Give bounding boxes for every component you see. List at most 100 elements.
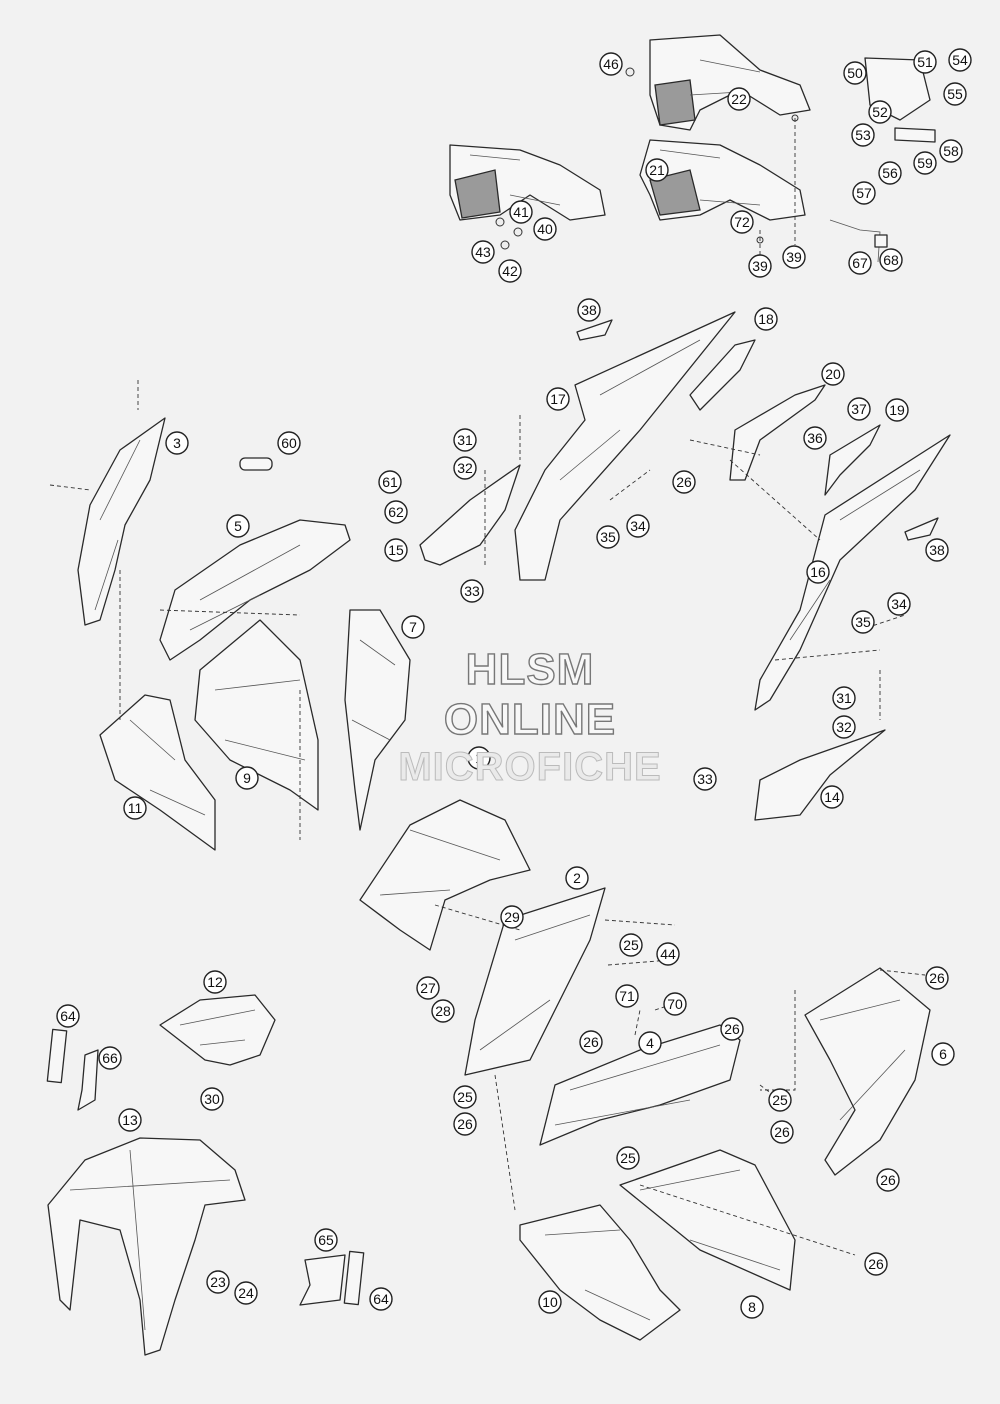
svg-text:26: 26 (457, 1116, 473, 1132)
svg-text:1: 1 (475, 750, 483, 766)
svg-text:19: 19 (889, 402, 905, 418)
side-fairing-2 (464, 887, 606, 1076)
callout-16: 16 (806, 560, 830, 584)
svg-text:43: 43 (475, 244, 491, 260)
svg-text:36: 36 (807, 430, 823, 446)
svg-text:72: 72 (734, 214, 750, 230)
svg-text:3: 3 (173, 435, 181, 451)
belly-panel-10 (519, 1204, 681, 1341)
license-plate-bracket (829, 57, 936, 263)
callout-31b: 31 (832, 686, 856, 710)
callout-33a: 33 (460, 579, 484, 603)
callout-43: 43 (471, 240, 495, 264)
svg-text:26: 26 (774, 1124, 790, 1140)
bracket-14 (754, 729, 886, 821)
reflector-bracket-65 (299, 1254, 346, 1306)
callout-60: 60 (277, 431, 301, 455)
callout-30: 30 (200, 1087, 224, 1111)
svg-text:34: 34 (891, 596, 907, 612)
callout-58: 58 (939, 139, 963, 163)
callout-41: 41 (509, 200, 533, 224)
svg-text:52: 52 (872, 104, 888, 120)
svg-text:5: 5 (234, 518, 242, 534)
svg-text:9: 9 (243, 770, 251, 786)
callout-38b: 38 (925, 538, 949, 562)
svg-text:24: 24 (238, 1285, 254, 1301)
callout-32b: 32 (832, 715, 856, 739)
reflector-64 (46, 1028, 365, 1306)
callout-25d: 25 (616, 1146, 640, 1170)
callout-17: 17 (546, 387, 570, 411)
callout-21: 21 (645, 158, 669, 182)
callout-26e: 26 (453, 1112, 477, 1136)
svg-text:33: 33 (697, 771, 713, 787)
callout-6: 6 (931, 1042, 955, 1066)
callout-61: 61 (378, 470, 402, 494)
svg-text:25: 25 (457, 1089, 473, 1105)
side-panel-7 (344, 609, 411, 831)
callout-64b: 64 (369, 1287, 393, 1311)
side-panel-3 (49, 380, 166, 626)
svg-text:64: 64 (373, 1291, 389, 1307)
svg-text:13: 13 (122, 1112, 138, 1128)
svg-text:8: 8 (748, 1299, 756, 1315)
callout-25c: 25 (768, 1088, 792, 1112)
callout-1: 1 (467, 746, 491, 770)
bracket-20 (729, 384, 826, 481)
callout-71: 71 (615, 984, 639, 1008)
svg-text:34: 34 (630, 518, 646, 534)
callout-9: 9 (235, 766, 259, 790)
svg-text:30: 30 (204, 1091, 220, 1107)
stay-18 (689, 339, 756, 411)
callout-13: 13 (118, 1108, 142, 1132)
callout-26c: 26 (925, 966, 949, 990)
callout-26f: 26 (770, 1120, 794, 1144)
svg-text:71: 71 (619, 988, 635, 1004)
svg-text:53: 53 (855, 127, 871, 143)
inner-duct-11 (99, 694, 216, 851)
svg-text:25: 25 (620, 1150, 636, 1166)
callout-20: 20 (821, 362, 845, 386)
callout-52: 52 (868, 100, 892, 124)
callout-42: 42 (498, 259, 522, 283)
callout-4: 4 (638, 1031, 662, 1055)
svg-text:37: 37 (851, 401, 867, 417)
callout-26b: 26 (720, 1017, 744, 1041)
callout-59: 59 (913, 151, 937, 175)
bolts-top (495, 67, 799, 260)
callout-2: 2 (565, 866, 589, 890)
side-cover-16 (754, 434, 951, 711)
callout-15: 15 (384, 538, 408, 562)
svg-text:40: 40 (537, 221, 553, 237)
callout-5: 5 (226, 514, 250, 538)
callout-50: 50 (843, 61, 867, 85)
callout-37: 37 (847, 397, 871, 421)
svg-text:26: 26 (583, 1034, 599, 1050)
side-cover-17 (514, 311, 736, 581)
tail-light-housing-upper (649, 34, 811, 131)
tail-bracket-left (449, 144, 606, 221)
svg-text:33: 33 (464, 583, 480, 599)
windscreen-1 (359, 799, 531, 951)
watermark-line-3: MICROFICHE (398, 745, 662, 790)
callout-24: 24 (234, 1281, 258, 1305)
callout-26d: 26 (579, 1030, 603, 1054)
callout-51: 51 (913, 50, 937, 74)
lower-panel-4 (539, 1024, 741, 1146)
callout-26h: 26 (864, 1252, 888, 1276)
svg-text:6: 6 (939, 1046, 947, 1062)
svg-text:58: 58 (943, 143, 959, 159)
callout-56: 56 (878, 161, 902, 185)
svg-text:10: 10 (542, 1294, 558, 1310)
callout-39a: 39 (748, 254, 772, 278)
bracket-19 (824, 424, 881, 496)
svg-text:35: 35 (600, 529, 616, 545)
leader-lines (119, 415, 926, 1256)
svg-text:26: 26 (880, 1172, 896, 1188)
svg-text:31: 31 (836, 690, 852, 706)
svg-text:7: 7 (409, 619, 417, 635)
side-fairing-6 (804, 967, 931, 1176)
bracket-15 (419, 464, 521, 566)
callout-44: 44 (656, 942, 680, 966)
